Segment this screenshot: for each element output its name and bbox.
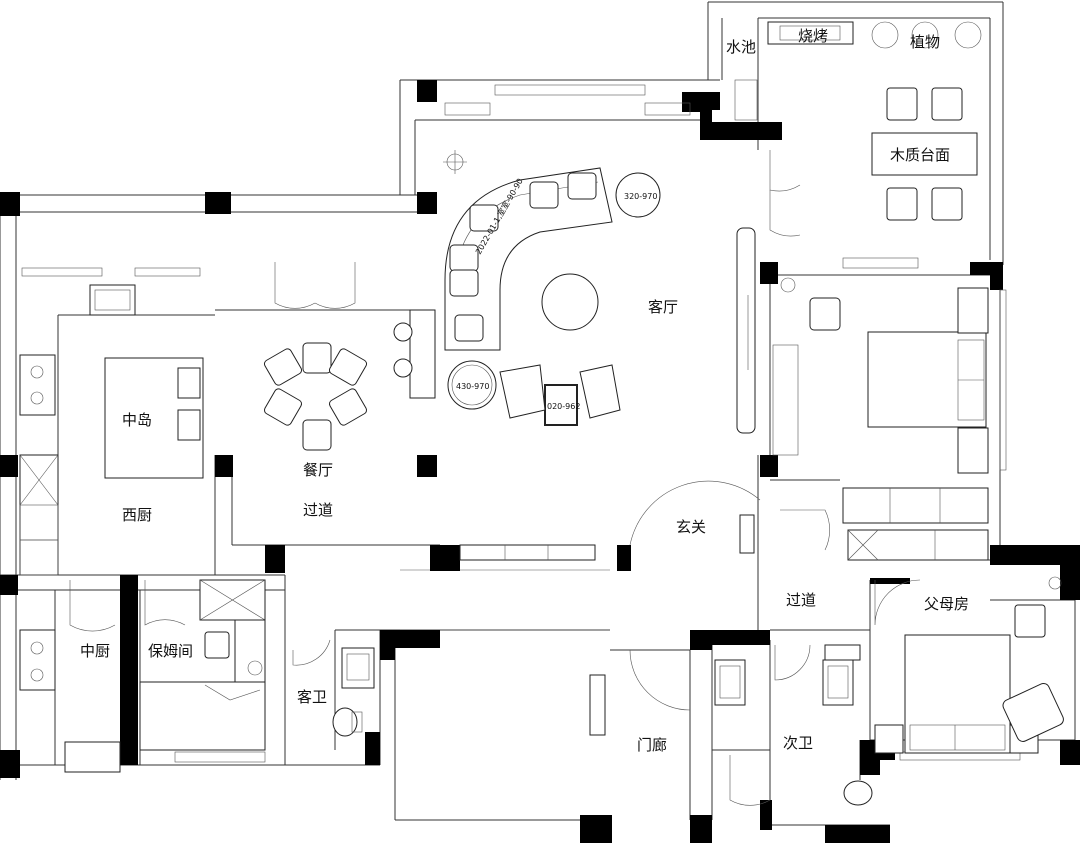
label-living-room: 客厅: [648, 298, 678, 316]
label-corridor-main: 过道: [303, 501, 333, 519]
tag-table-a: 320-970: [624, 192, 657, 201]
label-guest-bath: 客卫: [297, 688, 327, 706]
label-parents-room: 父母房: [924, 595, 969, 613]
tag-table-c: 020-962: [547, 402, 580, 411]
parents-room-furniture: [874, 576, 1064, 754]
dining-set: [263, 309, 436, 451]
label-nanny-room: 保姆间: [148, 642, 193, 660]
label-chinese-kitchen: 中厨: [80, 642, 110, 660]
label-porch: 门廊: [637, 736, 667, 754]
label-dining-room: 餐厅: [303, 461, 333, 479]
label-bbq: 烧烤: [798, 27, 828, 45]
bedroom-furniture: [772, 277, 989, 474]
entrance-cabinets: [459, 487, 989, 561]
living-room-furniture: [443, 150, 756, 434]
label-entrance: 玄关: [676, 518, 706, 536]
doors: [69, 150, 921, 806]
tag-table-b: 430-970: [456, 382, 489, 391]
wall-lines: [0, 1, 1076, 826]
guest-bath-fixtures: [332, 647, 375, 737]
kitchen-fixtures: [19, 284, 204, 773]
label-wood-counter: 木质台面: [890, 146, 950, 164]
label-corridor-east: 过道: [786, 591, 816, 609]
label-western-kitchen: 西厨: [122, 506, 152, 524]
label-plants: 植物: [910, 33, 940, 51]
terrace-furniture: [734, 21, 982, 221]
label-water-pool: 水池: [726, 38, 756, 56]
porch-fixtures: [589, 674, 606, 736]
second-bath-fixtures: [714, 644, 873, 806]
nanny-room-furniture: [139, 579, 266, 751]
label-kitchen-island: 中岛: [122, 411, 152, 429]
label-second-bath: 次卫: [783, 734, 813, 752]
wall-blocks: [0, 80, 1080, 843]
room-labels: 水池 烧烤 植物 木质台面 客厅 中岛 餐厅 西厨 过道 玄关 过道 父母房 中…: [80, 27, 969, 754]
